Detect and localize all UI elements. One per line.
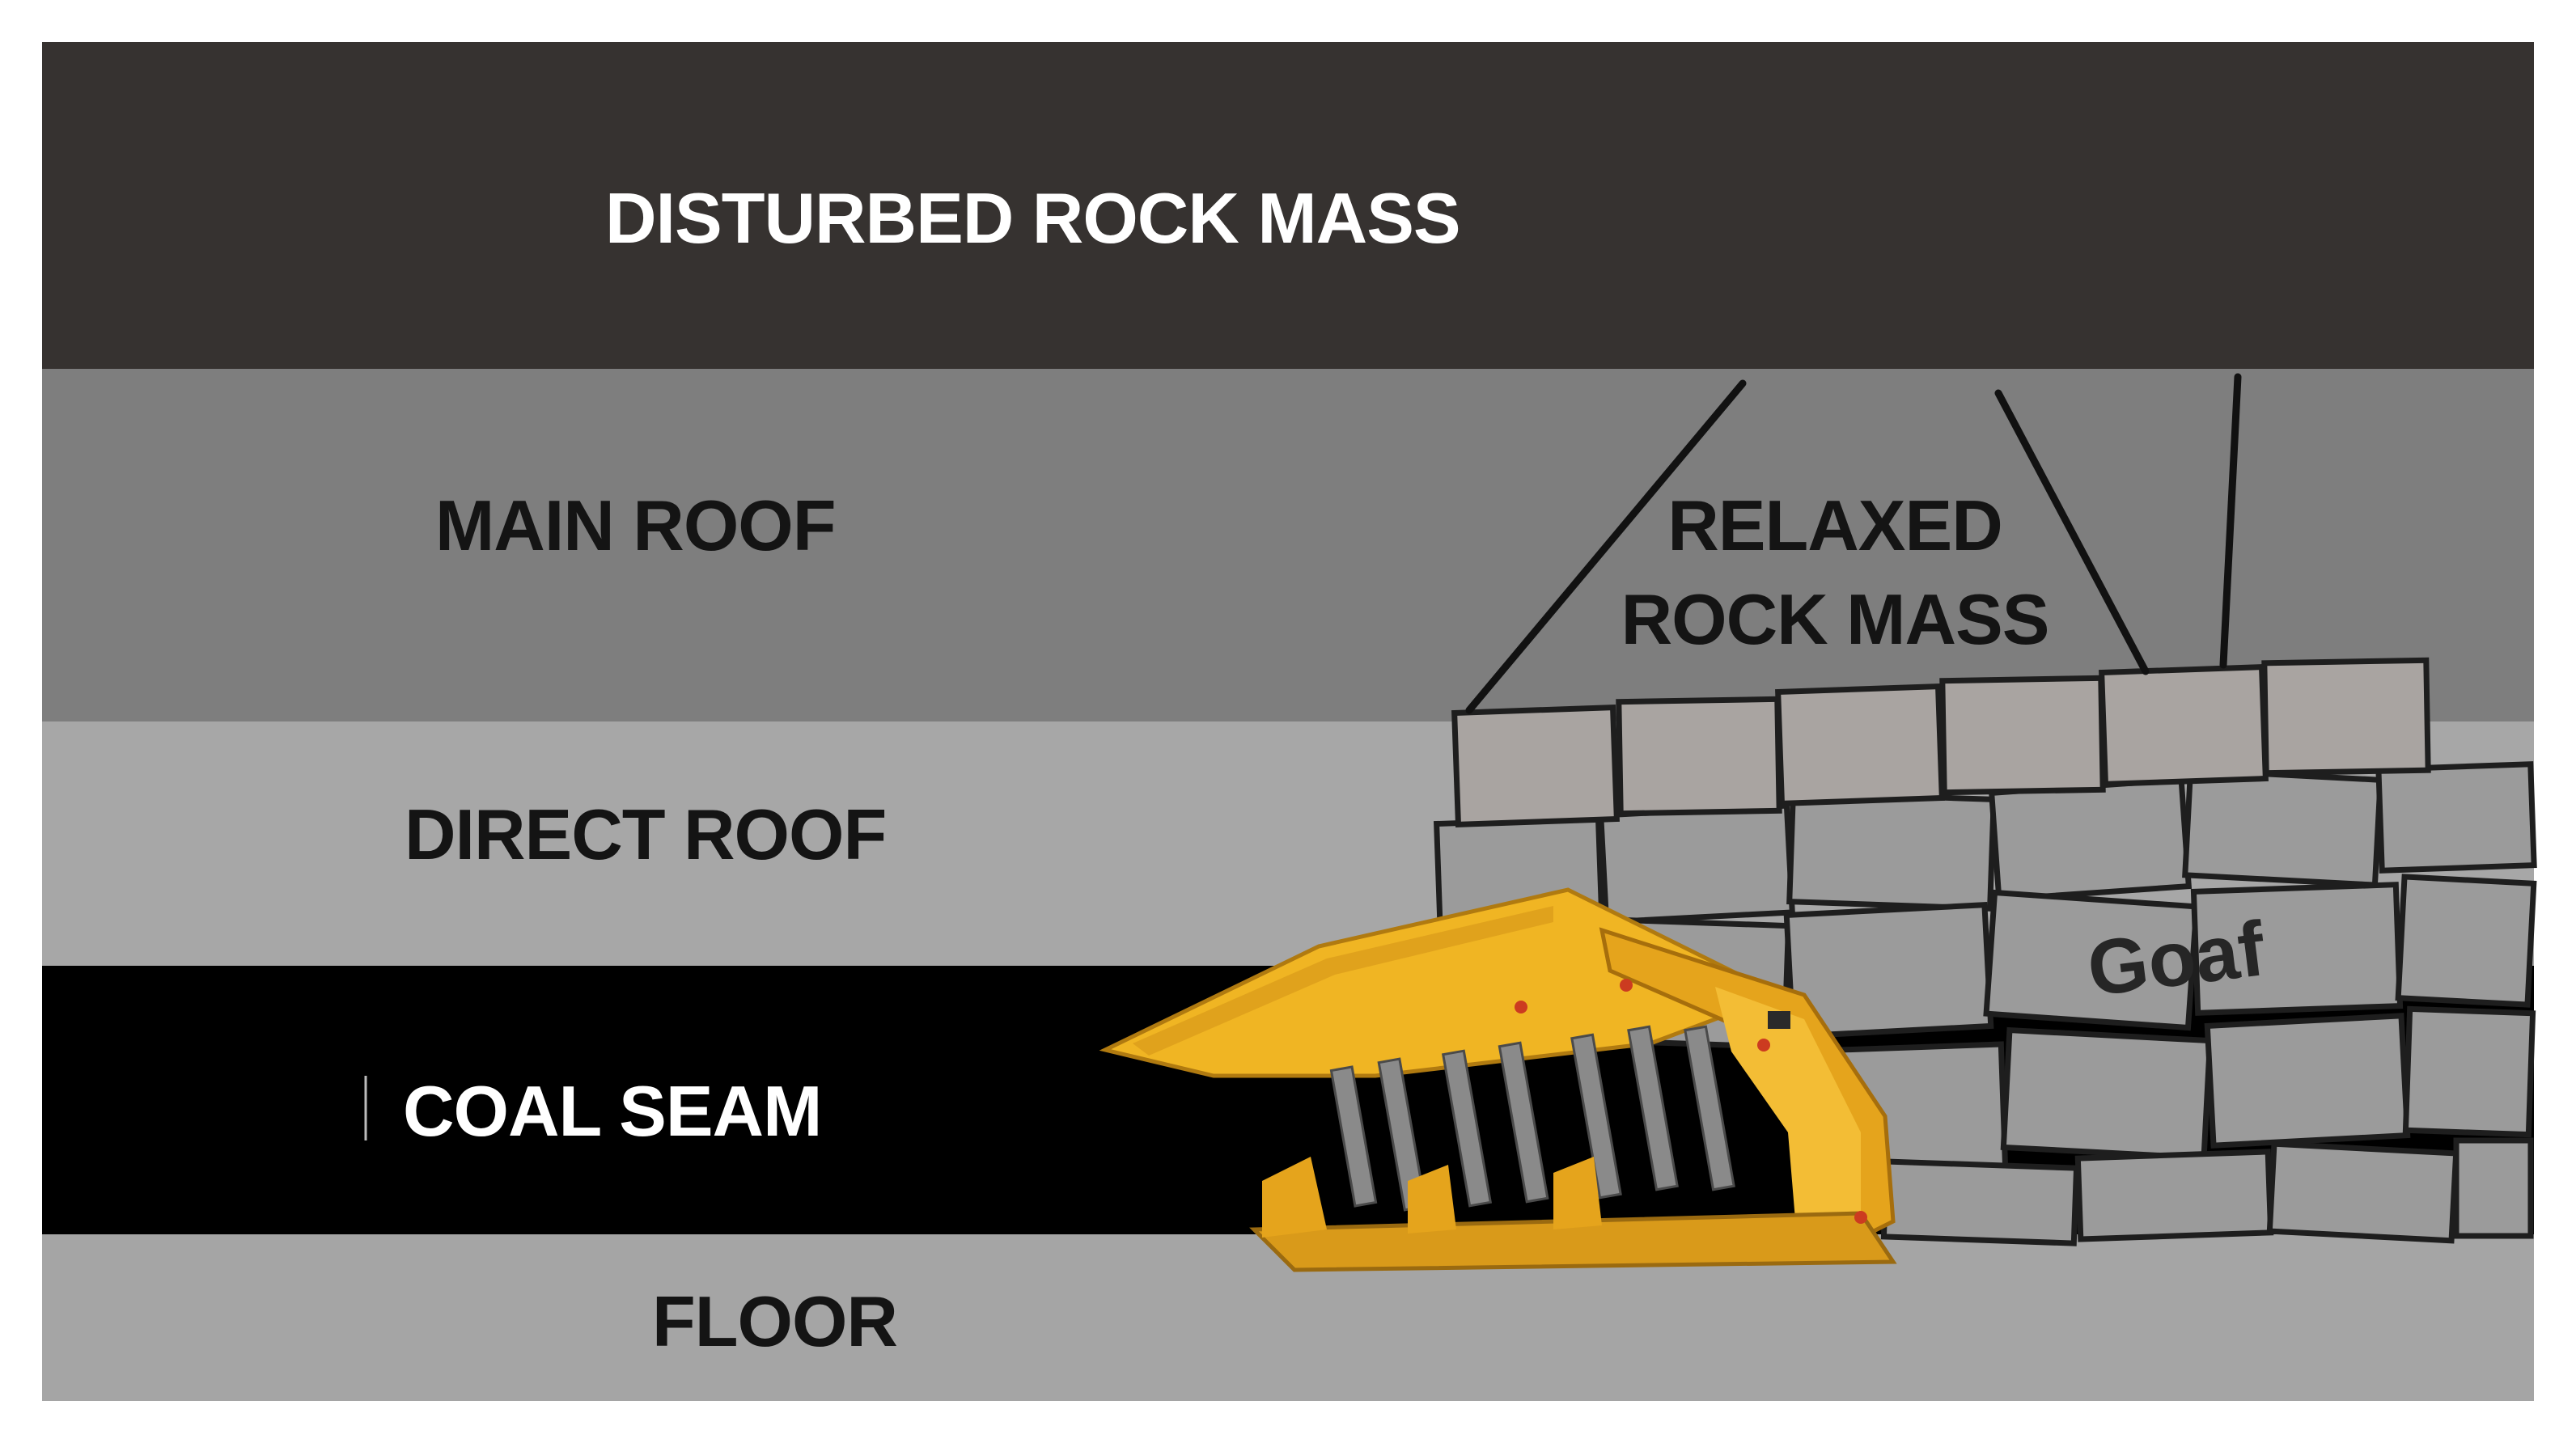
coal-seam-label: COAL SEAM bbox=[403, 1071, 821, 1151]
direct-roof-label: DIRECT ROOF bbox=[405, 794, 886, 874]
disturbed-rock-mass-label: DISTURBED ROCK MASS bbox=[605, 178, 1460, 258]
goaf-label: Goaf bbox=[2083, 905, 2270, 1013]
floor-label: FLOOR bbox=[652, 1281, 897, 1361]
fracture-line-left bbox=[1465, 379, 1747, 714]
disturbed-rock-mass-layer bbox=[42, 42, 2534, 369]
relaxed-rock-mass-label-line2: ROCK MASS bbox=[1621, 579, 2049, 659]
fracture-line-right bbox=[2219, 373, 2242, 669]
main-roof-layer bbox=[42, 369, 2534, 722]
fracture-line-middle bbox=[1994, 389, 2150, 675]
main-roof-label: MAIN ROOF bbox=[435, 485, 836, 565]
relaxed-rock-blocks bbox=[1451, 657, 2431, 827]
fracture-lines bbox=[1465, 373, 2242, 714]
relaxed-rock-mass-label-line1: RELAXED bbox=[1667, 485, 2002, 565]
hydraulic-roof-support-icon bbox=[1099, 887, 1897, 1272]
